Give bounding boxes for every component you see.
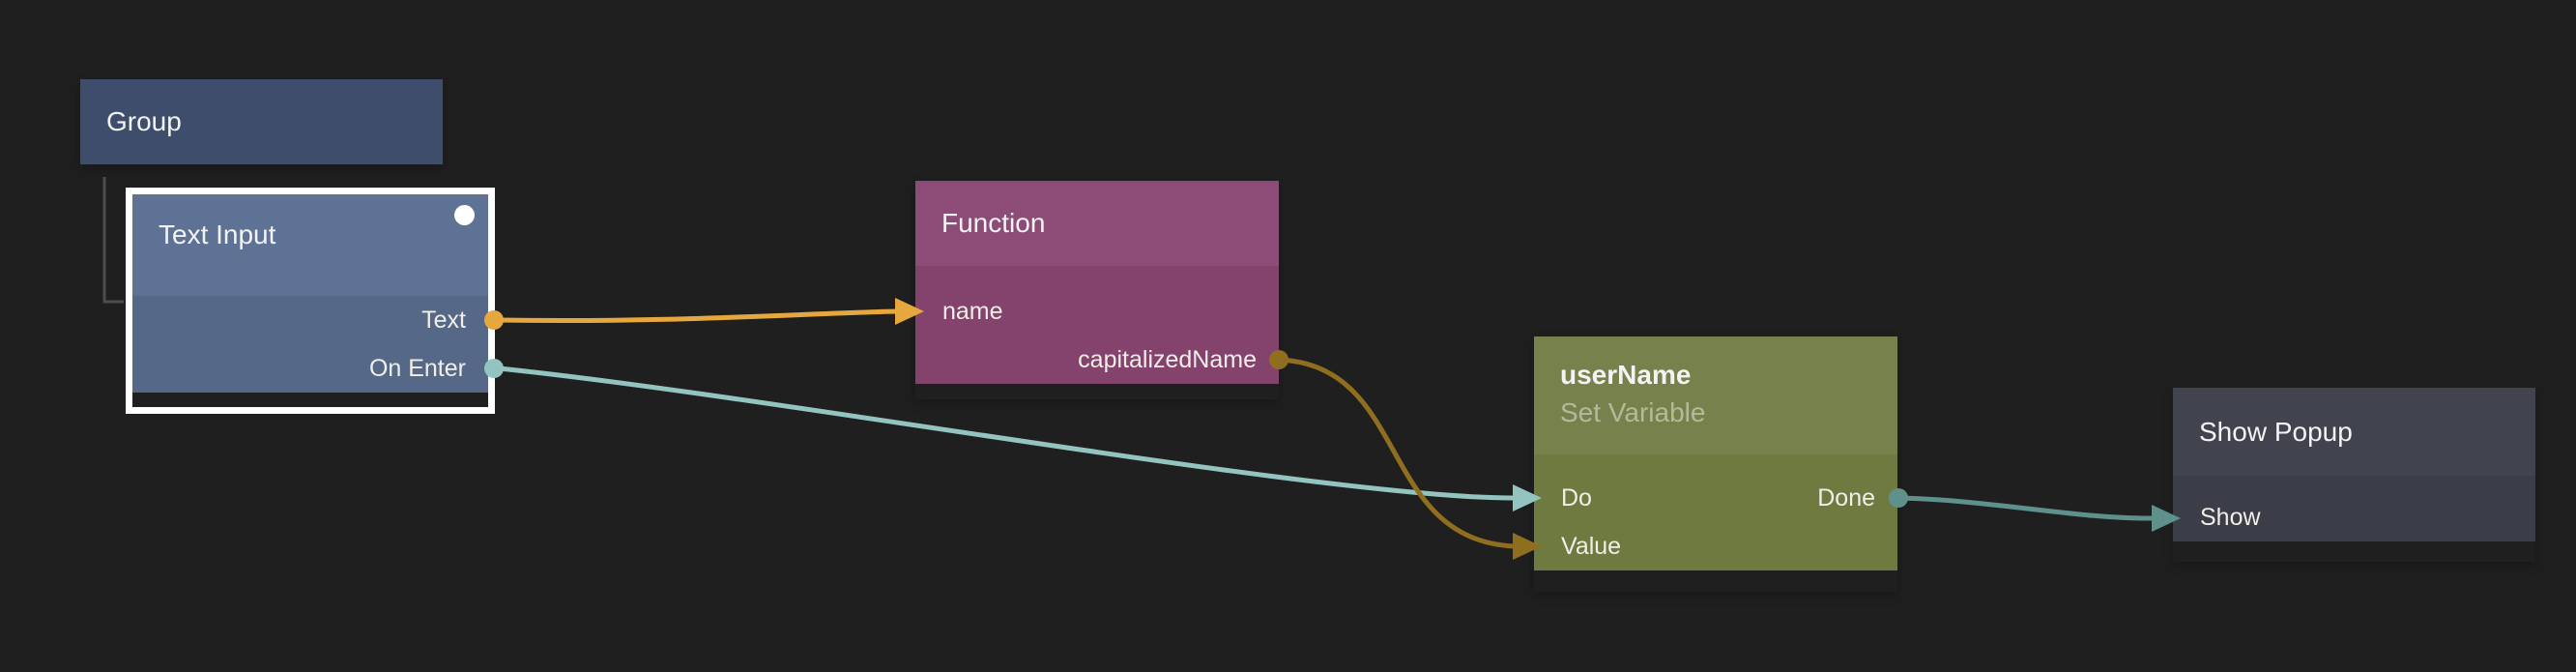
node-group-header: Group — [80, 79, 443, 164]
node-show-popup-title: Show Popup — [2199, 416, 2353, 447]
wire-onenter-to-do[interactable] — [496, 365, 1518, 501]
node-text-input-header: Text Input — [132, 194, 488, 296]
input-port-label-do[interactable]: Do — [1561, 483, 1592, 511]
arrowhead-show-input[interactable] — [2152, 505, 2181, 532]
output-port-label-on-enter[interactable]: On Enter — [368, 354, 466, 382]
port-row: On Enter — [132, 344, 488, 393]
input-port-label-value[interactable]: Value — [1561, 532, 1622, 560]
node-username-title: userName — [1560, 360, 1692, 390]
node-function[interactable]: Function name capitalizedName — [915, 181, 1279, 399]
arrowhead-do-input[interactable] — [1513, 484, 1542, 511]
arrowhead-name-input[interactable] — [895, 298, 924, 325]
output-port-label-done[interactable]: Done — [1817, 483, 1875, 511]
arrowhead-value-input[interactable] — [1513, 533, 1542, 560]
node-function-body: name capitalizedName — [915, 266, 1279, 384]
port-row: Text — [132, 296, 488, 344]
node-status-dot — [454, 205, 475, 225]
wire-text-to-name[interactable] — [496, 308, 900, 324]
node-username-body: Do Done Value — [1534, 454, 1897, 570]
node-group-title: Group — [106, 106, 182, 136]
input-port-label-name[interactable]: name — [942, 297, 1003, 325]
node-show-popup[interactable]: Show Popup Show — [2173, 388, 2535, 562]
node-text-input-title: Text Input — [159, 219, 276, 249]
port-row: Show — [2173, 493, 2535, 541]
node-text-input-body: Text On Enter — [132, 296, 488, 393]
wire-capitalizedname-to-value[interactable] — [1276, 357, 1518, 549]
port-row: Value — [1534, 522, 1897, 570]
output-port-label-text[interactable]: Text — [421, 306, 466, 334]
output-port-text[interactable] — [484, 310, 504, 330]
node-show-popup-body: Show — [2173, 476, 2535, 541]
tree-hierarchy-line — [102, 177, 124, 304]
node-show-popup-header: Show Popup — [2173, 388, 2535, 476]
port-row: Do Done — [1534, 474, 1897, 522]
node-text-input[interactable]: Text Input Text On Enter — [132, 194, 488, 407]
wire-done-to-show[interactable] — [1896, 495, 2156, 521]
input-port-label-show[interactable]: Show — [2200, 503, 2261, 531]
output-port-label-capitalizedname[interactable]: capitalizedName — [1078, 345, 1257, 373]
node-function-header: Function — [915, 181, 1279, 266]
output-port-on-enter[interactable] — [484, 359, 504, 378]
output-port-done[interactable] — [1889, 488, 1908, 508]
node-username-header: userName Set Variable — [1534, 336, 1897, 454]
port-row: capitalizedName — [915, 336, 1279, 384]
node-username-subtitle: Set Variable — [1560, 397, 1706, 427]
node-function-title: Function — [941, 208, 1046, 238]
node-username-set-variable[interactable]: userName Set Variable Do Done Value — [1534, 336, 1897, 592]
node-group[interactable]: Group — [80, 79, 443, 164]
port-row: name — [915, 287, 1279, 336]
output-port-capitalizedname[interactable] — [1269, 350, 1288, 369]
